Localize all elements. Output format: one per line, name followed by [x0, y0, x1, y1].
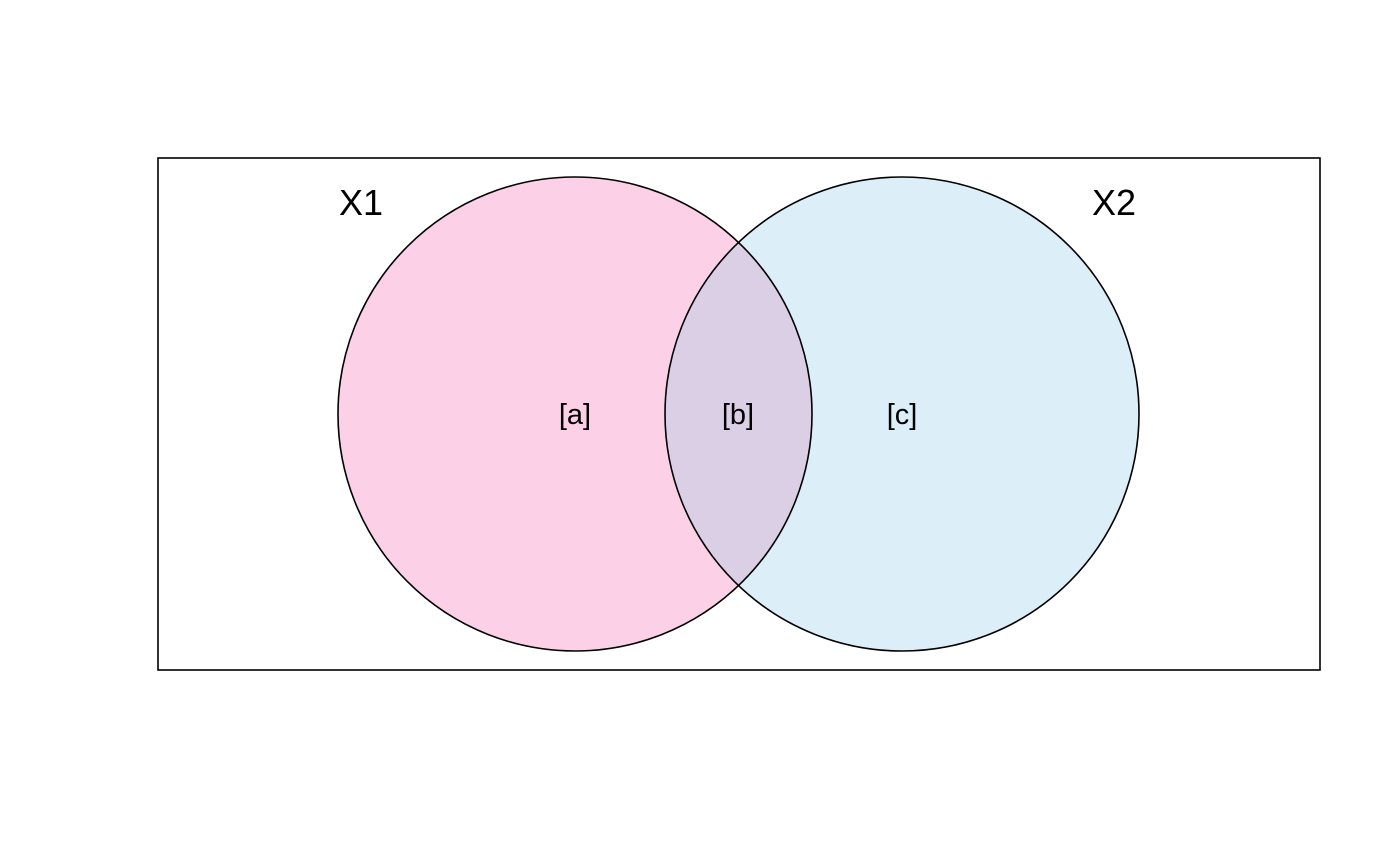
region-c-label: [c] [887, 399, 918, 431]
universe-frame [157, 157, 1321, 671]
set-x2-outline [664, 176, 1140, 652]
region-b-label: [b] [722, 399, 754, 431]
region-a-label: [a] [559, 399, 591, 431]
set-x1-outline [337, 176, 813, 652]
set-x1-circle [338, 177, 812, 651]
set-x2-label: X2 [1092, 182, 1136, 223]
set-x2-circle [665, 177, 1139, 651]
set-x1-label: X1 [339, 182, 383, 223]
